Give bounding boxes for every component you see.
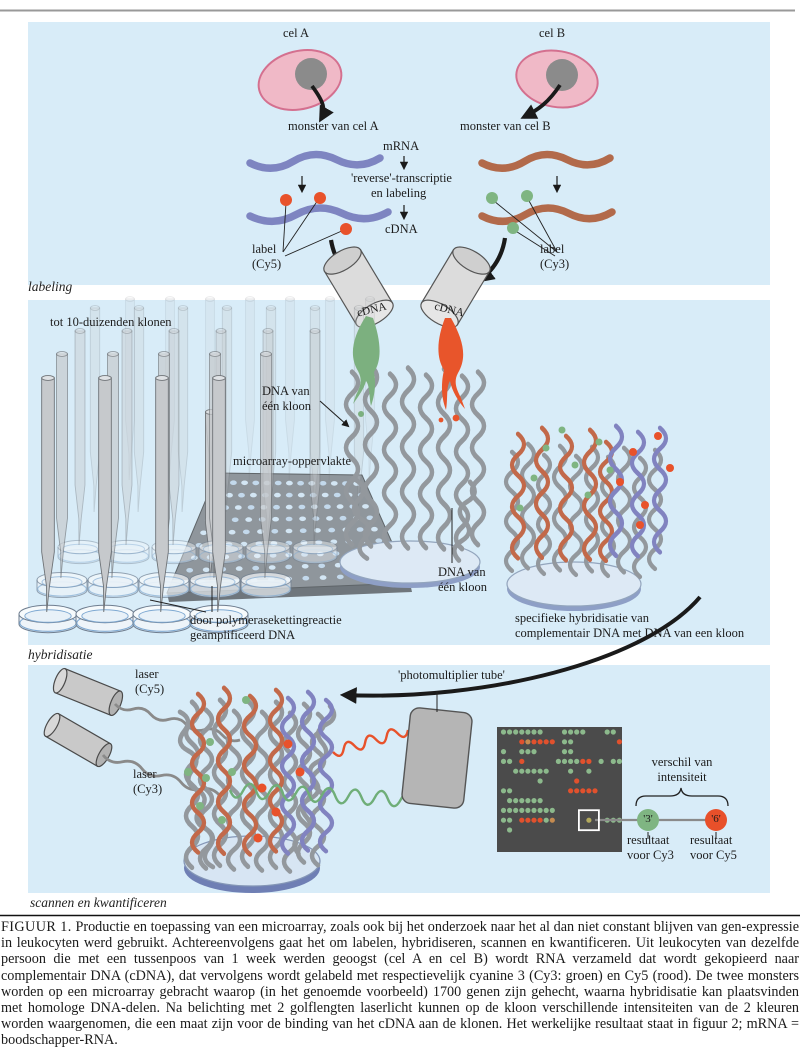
arrow-cell-a xyxy=(310,84,334,123)
reverse-transcription-label: 'reverse'-transcriptie xyxy=(351,171,452,185)
clones-label: tot 10-duizenden klonen xyxy=(50,315,172,329)
cdna-label: cDNA xyxy=(385,222,418,236)
green-splash xyxy=(352,316,380,417)
intensity-brace xyxy=(635,787,729,807)
label-cy5: label(Cy5) xyxy=(252,242,282,271)
figure-caption-text: Productie en toepassing van een microarr… xyxy=(1,919,800,1049)
cell-b xyxy=(515,49,599,109)
panel-labeling xyxy=(28,22,770,285)
cy5-intensity-circle xyxy=(705,809,727,831)
tube-right xyxy=(420,246,491,328)
scanned-strands xyxy=(174,688,336,871)
figure-caption-number: FIGUUR 1. xyxy=(1,919,72,935)
hybridised-strands xyxy=(506,426,674,577)
highlighted-spot-box xyxy=(578,809,600,832)
label-cy3: label(Cy3) xyxy=(540,242,570,271)
cy5-label-dots xyxy=(280,192,352,235)
photomultiplier xyxy=(401,707,473,809)
figure-caption: FIGUUR 1. Productie en toepassing van ee… xyxy=(0,919,800,1049)
cy3-label-dots xyxy=(486,190,533,234)
process-arrows xyxy=(297,156,562,221)
mrna-label: mRNA xyxy=(383,139,420,153)
section-scannen: scannen en kwantificeren xyxy=(30,895,167,910)
arrow-to-scanner xyxy=(339,595,702,704)
label-leader-lines xyxy=(282,198,558,257)
laser-cy5-device xyxy=(52,667,124,717)
clone-pipettes xyxy=(18,296,375,634)
panel-scannen xyxy=(28,665,770,893)
microarray-surface-label: microarray-oppervlakte xyxy=(233,454,351,468)
orange-splash xyxy=(438,318,465,423)
en-labeling-label: en labeling xyxy=(371,186,427,200)
laser-cy3-label: laser(Cy3) xyxy=(133,767,163,796)
section-hybridisatie: hybridisatie xyxy=(28,647,93,662)
panel2-leader-lines xyxy=(149,400,453,613)
cy3-intensity-circle xyxy=(637,809,659,831)
photomultiplier-label: 'photomultiplier tube' xyxy=(398,668,505,682)
laser-cy3-device xyxy=(43,712,113,768)
cy5-value: '6' xyxy=(711,813,721,825)
scan-image xyxy=(497,727,622,852)
cell-b-nucleus xyxy=(546,59,578,91)
cell-a-label: cel A xyxy=(283,26,310,40)
cell-a-nucleus xyxy=(295,58,327,90)
mrna-strands xyxy=(246,150,616,226)
cell-b-label: cel B xyxy=(539,26,566,40)
sample-b-label: monster van cel B xyxy=(460,119,551,133)
section-labeling: labeling xyxy=(28,279,73,294)
emitted-light-beams xyxy=(228,728,416,808)
laser-cy5-label: laser(Cy5) xyxy=(135,667,165,696)
arrow-cell-b xyxy=(520,83,562,119)
sample-a-label: monster van cel A xyxy=(288,119,379,133)
cy3-value: '3' xyxy=(643,813,653,825)
result-ticks xyxy=(647,832,717,839)
cell-a xyxy=(257,49,343,111)
